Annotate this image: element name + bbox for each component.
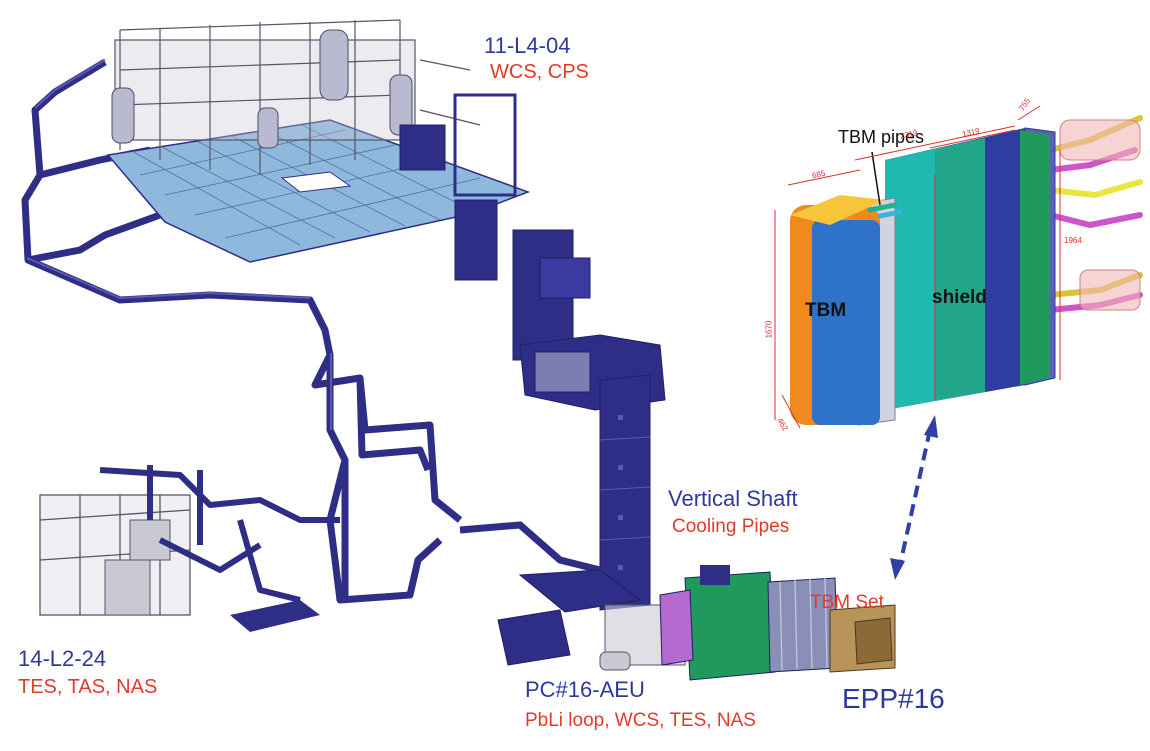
- vertical-shaft-title: Vertical Shaft: [668, 486, 798, 511]
- dimension-label: 1964: [1064, 236, 1082, 245]
- dashed-double-arrow: [890, 415, 938, 580]
- vertical-shaft-model: [454, 199, 666, 611]
- pc16-aeu-title: PC#16-AEU: [525, 677, 645, 702]
- room-14-l2-24-title: 14-L2-24: [18, 646, 107, 671]
- tbm-label: TBM: [805, 300, 847, 321]
- shield-label: shield: [932, 287, 987, 308]
- vertical-shaft-subtitle: Cooling Pipes: [672, 516, 790, 537]
- tbm-set-label: TBM Set: [810, 592, 884, 613]
- tbm-inset-model: [774, 105, 1143, 429]
- room-11-l4-04-model: [106, 19, 531, 263]
- dimension-label: 1670: [764, 320, 774, 339]
- epp16-label: EPP#16: [842, 683, 945, 714]
- pc16-aeu-model: [459, 521, 896, 681]
- tbm-pipes-label: TBM pipes: [838, 127, 925, 147]
- room-11-l4-04-title: 11-L4-04: [484, 33, 571, 58]
- room-14-l2-24-subtitle: TES, TAS, NAS: [18, 676, 158, 698]
- pc16-aeu-subtitle: PbLi loop, WCS, TES, NAS: [525, 710, 756, 731]
- room-14-l2-24-model: [39, 465, 340, 632]
- pipe-route-left-highlight: [26, 59, 332, 430]
- room-11-l4-04-subtitle: WCS, CPS: [490, 61, 589, 83]
